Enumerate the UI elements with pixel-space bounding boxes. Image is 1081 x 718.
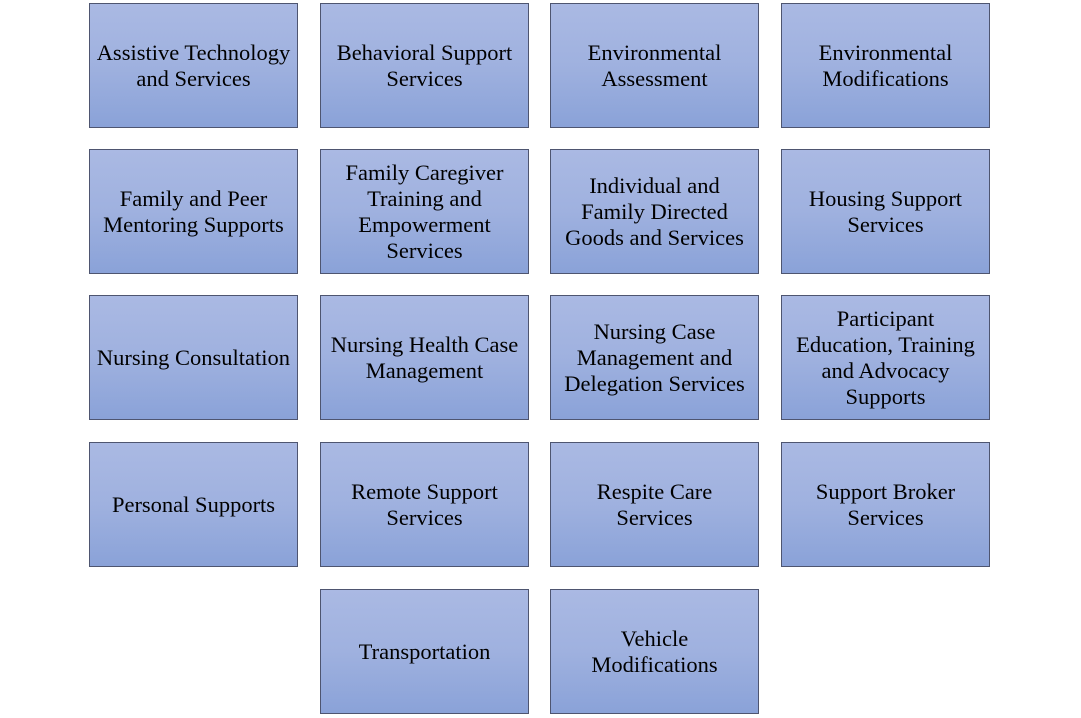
service-box-housing-support: Housing Support Services bbox=[781, 149, 990, 274]
service-label: Nursing Consultation bbox=[96, 344, 291, 370]
service-box-nursing-health-case-management: Nursing Health Case Management bbox=[320, 295, 529, 420]
service-label: Respite Care Services bbox=[596, 478, 713, 530]
service-label: Behavioral Support Services bbox=[336, 39, 513, 91]
service-label: Family and Peer Mentoring Supports bbox=[103, 185, 284, 237]
service-label: Remote Support Services bbox=[351, 478, 498, 530]
service-label: Housing Support Services bbox=[808, 185, 963, 237]
service-box-vehicle-modifications: Vehicle Modifications bbox=[550, 589, 759, 714]
service-label: Nursing Health Case Management bbox=[330, 331, 519, 383]
service-box-remote-support: Remote Support Services bbox=[320, 442, 529, 567]
service-box-nursing-case-management-delegation: Nursing Case Management and Delegation S… bbox=[550, 295, 759, 420]
service-label: Support Broker Services bbox=[815, 478, 956, 530]
service-box-family-caregiver-training: Family Caregiver Training and Empowermen… bbox=[320, 149, 529, 274]
service-box-behavioral-support: Behavioral Support Services bbox=[320, 3, 529, 128]
service-label: Environmental Assessment bbox=[587, 39, 722, 91]
service-box-assistive-technology: Assistive Technology and Services bbox=[89, 3, 298, 128]
service-label: Participant Education, Training and Advo… bbox=[796, 305, 975, 409]
service-box-environmental-assessment: Environmental Assessment bbox=[550, 3, 759, 128]
service-box-transportation: Transportation bbox=[320, 589, 529, 714]
service-label: Individual and Family Directed Goods and… bbox=[565, 172, 744, 250]
service-label: Nursing Case Management and Delegation S… bbox=[564, 318, 745, 396]
service-label: Environmental Modifications bbox=[818, 39, 953, 91]
service-box-participant-education: Participant Education, Training and Advo… bbox=[781, 295, 990, 420]
service-box-support-broker: Support Broker Services bbox=[781, 442, 990, 567]
service-box-environmental-modifications: Environmental Modifications bbox=[781, 3, 990, 128]
service-label: Vehicle Modifications bbox=[591, 625, 718, 677]
service-label: Assistive Technology and Services bbox=[96, 39, 291, 91]
service-box-personal-supports: Personal Supports bbox=[89, 442, 298, 567]
service-label: Personal Supports bbox=[111, 491, 276, 517]
service-box-nursing-consultation: Nursing Consultation bbox=[89, 295, 298, 420]
service-box-individual-family-goods: Individual and Family Directed Goods and… bbox=[550, 149, 759, 274]
service-label: Family Caregiver Training and Empowermen… bbox=[345, 159, 504, 263]
service-box-family-peer-mentoring: Family and Peer Mentoring Supports bbox=[89, 149, 298, 274]
service-label: Transportation bbox=[358, 638, 491, 664]
service-box-respite-care: Respite Care Services bbox=[550, 442, 759, 567]
